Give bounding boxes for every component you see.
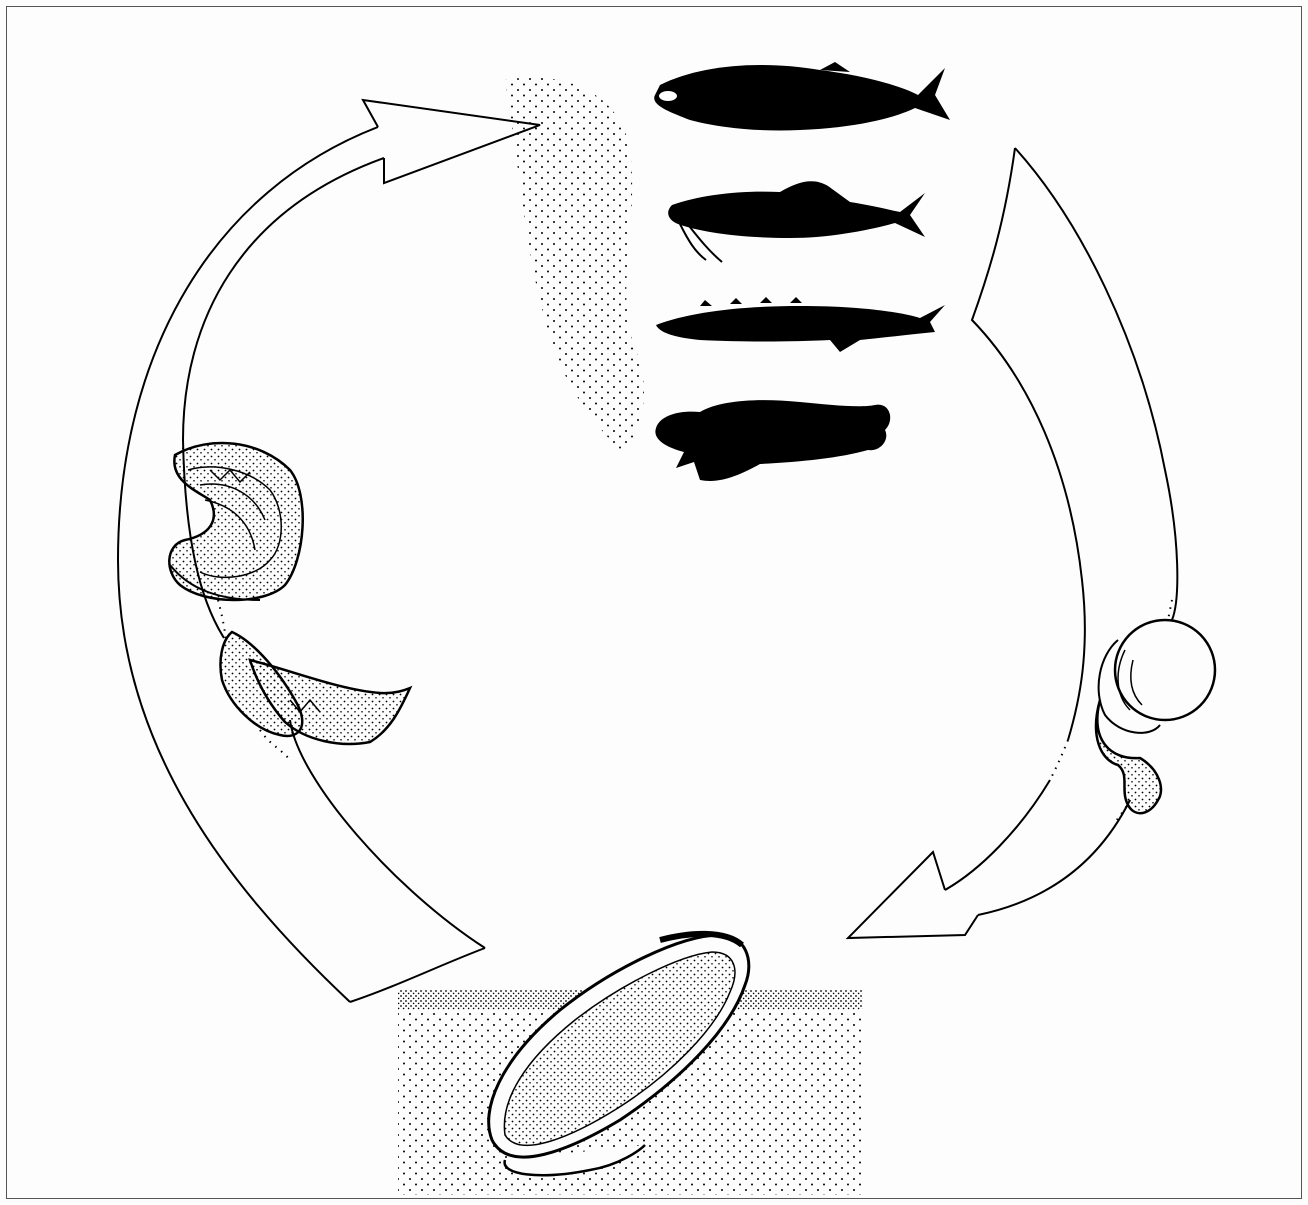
goby-silhouette-icon: [655, 400, 890, 481]
sturgeon-silhouette-icon: [656, 297, 945, 352]
glochidium-pair-icon: [1096, 620, 1215, 813]
fish-silhouette-icon: [654, 62, 950, 131]
right-cycle-arrow: [848, 148, 1177, 938]
dotted-guide-lines: [183, 440, 1172, 824]
catfish-silhouette-icon: [668, 181, 925, 262]
juvenile-mussel-icon: [220, 632, 410, 744]
glochidia-dot-cloud: [505, 78, 644, 450]
